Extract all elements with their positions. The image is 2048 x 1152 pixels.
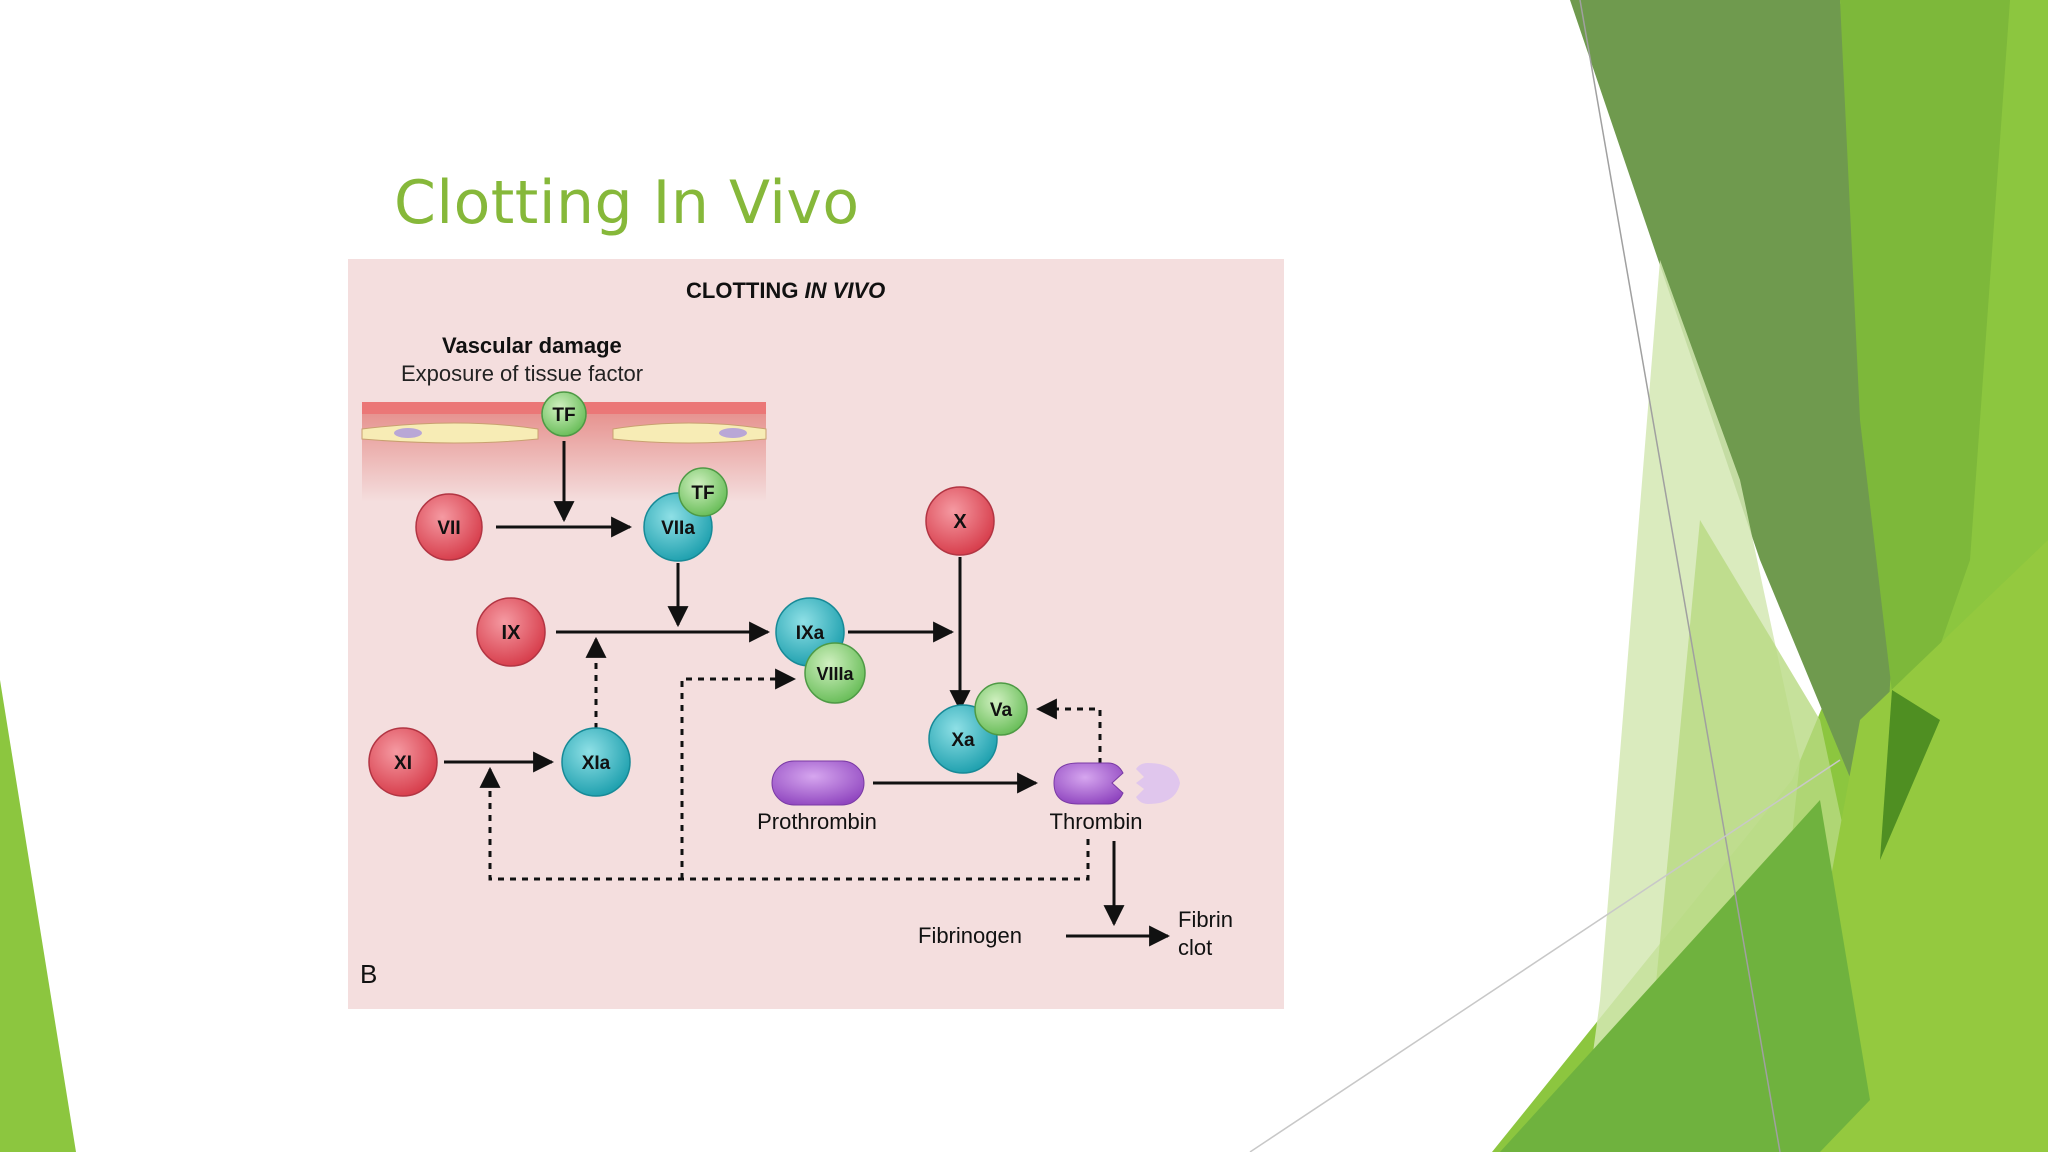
fibrin-clot-label-line1: Fibrin [1178, 907, 1233, 932]
svg-text:X: X [953, 511, 967, 533]
factor-tf-bound: TF [678, 467, 728, 517]
svg-text:TF: TF [691, 483, 714, 504]
svg-text:XI: XI [394, 753, 412, 774]
clotting-diagram-canvas: CLOTTING IN VIVO Vascular damage Exposur… [360, 278, 1233, 989]
factor-viiia: VIIIa [804, 642, 866, 704]
diagram-heading: CLOTTING IN VIVO [686, 278, 885, 303]
thin-line-1 [1579, 0, 1781, 1152]
factor-va: Va [974, 682, 1028, 736]
factor-tf-top: TF [541, 391, 587, 437]
prothrombin-label: Prothrombin [757, 809, 877, 834]
exposure-label: Exposure of tissue factor [401, 361, 643, 386]
fibrinogen-label: Fibrinogen [918, 923, 1022, 948]
vascular-damage-label: Vascular damage [442, 333, 622, 358]
factor-x: X [925, 486, 995, 556]
slide-title: Clotting In Vivo [394, 168, 860, 238]
right-mid-green-panel [1840, 0, 2010, 760]
svg-text:TF: TF [552, 405, 575, 426]
svg-text:Va: Va [990, 700, 1013, 721]
right-bottom-green-panel [1500, 800, 1870, 1152]
dotted-thrombin-to-va [1035, 698, 1102, 764]
svg-text:VII: VII [437, 518, 460, 539]
solid-arrows [444, 441, 1171, 947]
left-green-stripe [0, 680, 76, 1152]
factor-xia: XIa [561, 727, 631, 797]
factor-xi: XI [368, 727, 438, 797]
panel-label: B [360, 959, 377, 989]
svg-text:VIIa: VIIa [661, 518, 695, 539]
right-dark-green-panel [1570, 0, 1900, 850]
fibrin-clot-label-line2: clot [1178, 935, 1212, 960]
factor-vii: VII [415, 493, 483, 561]
svg-text:XIa: XIa [582, 753, 611, 774]
clotting-diagram: CLOTTING IN VIVO Vascular damage Exposur… [348, 259, 1284, 1009]
thrombin-label: Thrombin [1050, 809, 1143, 834]
diagram-heading-italic: IN VIVO [805, 278, 886, 303]
svg-text:VIIIa: VIIIa [816, 664, 854, 684]
prothrombin-shape [771, 760, 865, 806]
factor-ix: IX [476, 597, 546, 667]
dotted-arrows [479, 636, 1102, 881]
thin-line-2 [1249, 759, 1841, 1152]
dotted-feedback-loop [479, 766, 1090, 881]
thrombin-shape [1053, 762, 1180, 805]
svg-text:IXa: IXa [796, 623, 825, 644]
svg-text:Xa: Xa [951, 730, 975, 751]
right-accent-green-panel [1880, 690, 1940, 860]
svg-text:IX: IX [502, 622, 522, 644]
diagram-heading-plain: CLOTTING [686, 278, 805, 303]
